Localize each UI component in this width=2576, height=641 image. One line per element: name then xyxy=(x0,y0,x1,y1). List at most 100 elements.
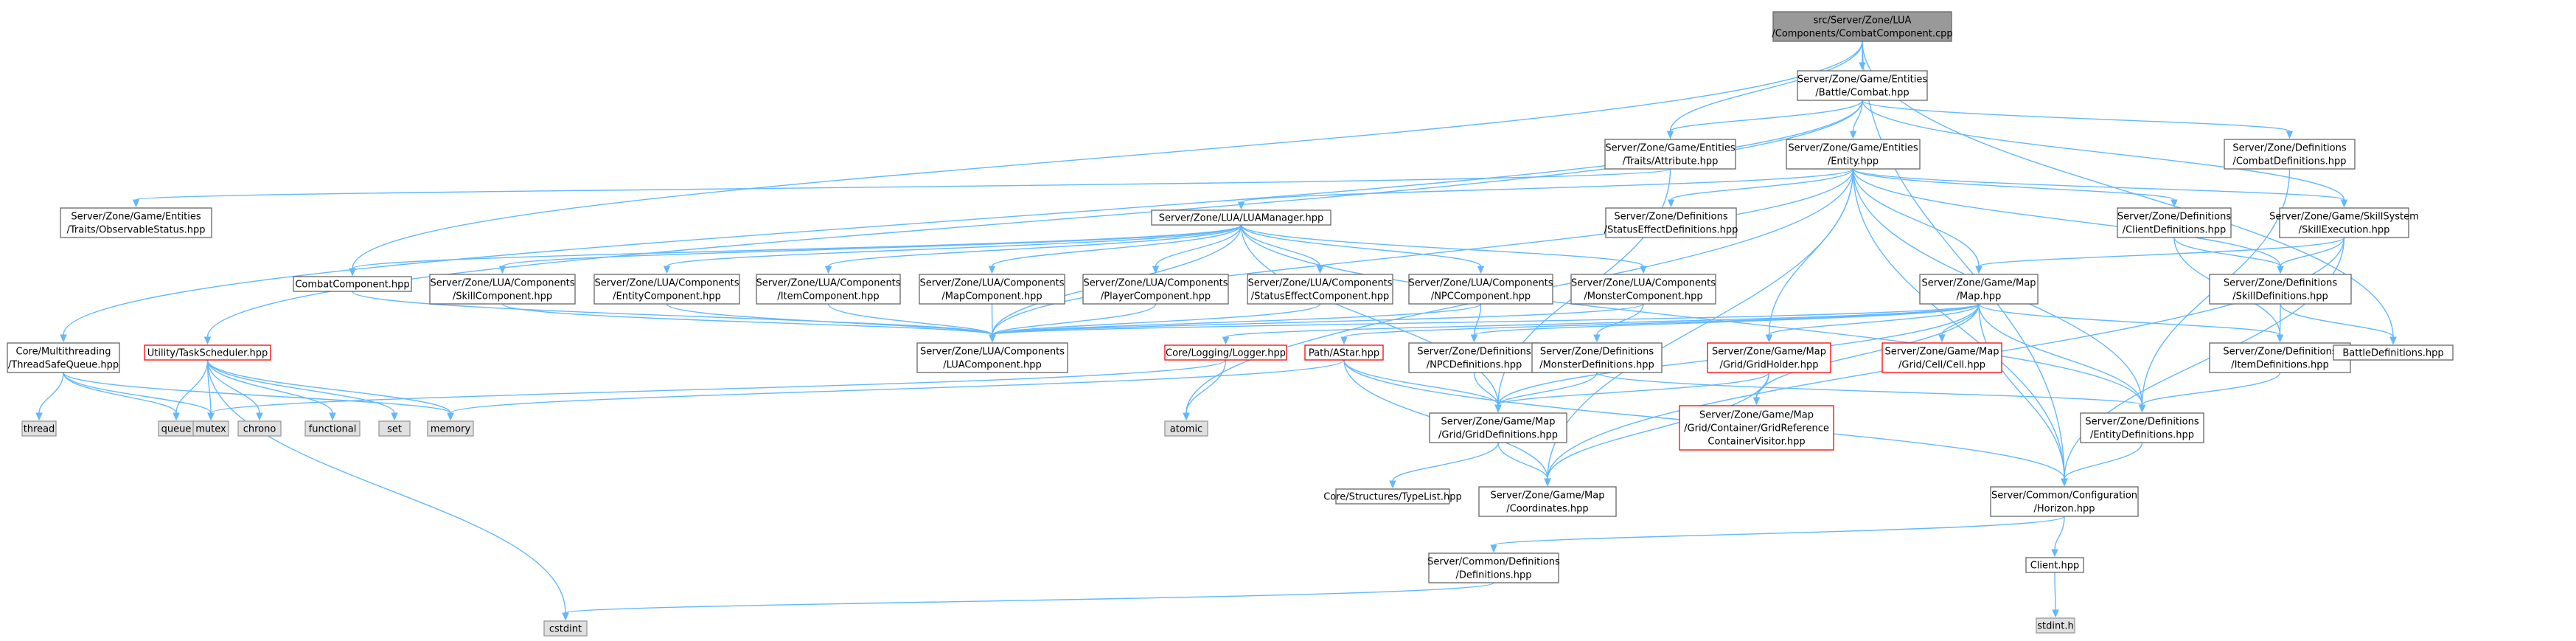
node-item-component[interactable]: Server/Zone/LUA/Components/ItemComponent… xyxy=(756,274,901,305)
edge-line xyxy=(1343,359,1499,406)
arrowhead-icon xyxy=(2389,336,2397,345)
node-label: /SkillComponent.hpp xyxy=(453,291,552,302)
edge-line xyxy=(1978,237,2345,267)
dependency-edge xyxy=(989,168,1854,343)
node-label: cstdint xyxy=(549,624,582,635)
node-box xyxy=(1408,274,1553,305)
node-box xyxy=(1151,209,1331,226)
node-skill-component[interactable]: Server/Zone/LUA/Components/SkillComponen… xyxy=(429,274,576,305)
node-grid-holder[interactable]: Server/Zone/Game/Map/Grid/GridHolder.hpp xyxy=(1707,342,1831,373)
node-grid-definitions[interactable]: Server/Zone/Game/Map/Grid/GridDefinition… xyxy=(1429,412,1567,443)
node-box xyxy=(1478,486,1617,517)
arrowhead-icon xyxy=(989,334,996,343)
node-box xyxy=(1797,70,1928,101)
node-label: Path/AStar.hpp xyxy=(1309,348,1379,359)
node-combat-definitions[interactable]: Server/Zone/Definitions/CombatDefinition… xyxy=(2224,139,2356,170)
dependency-edge xyxy=(2280,303,2397,345)
edge-line xyxy=(1978,303,2143,406)
edge-line xyxy=(206,359,566,614)
node-lua-component[interactable]: Server/Zone/LUA/Components/LUAComponent.… xyxy=(916,342,1068,373)
node-battle-combat[interactable]: Server/Zone/Game/Entities/Battle/Combat.… xyxy=(1797,70,1928,101)
node-combat-component-hpp[interactable]: CombatComponent.hpp xyxy=(293,276,412,292)
node-common-definitions[interactable]: Server/Common/Definitions/Definitions.hp… xyxy=(1427,552,1560,583)
node-task-scheduler[interactable]: Utility/TaskScheduler.hpp xyxy=(144,344,271,361)
dependency-edge xyxy=(498,224,1242,274)
node-map-component[interactable]: Server/Zone/LUA/Components/MapComponent.… xyxy=(919,274,1065,305)
arrowhead-icon xyxy=(256,412,263,421)
node-label: Client.hpp xyxy=(2030,561,2080,572)
edge-line xyxy=(2280,303,2394,338)
edge-line xyxy=(1497,372,1598,406)
node-label: thread xyxy=(24,424,55,435)
node-chrono: chrono xyxy=(237,420,282,437)
node-traits-attribute[interactable]: Server/Zone/Game/Entities/Traits/Attribu… xyxy=(1604,139,1736,170)
node-entity-component[interactable]: Server/Zone/LUA/Components/EntityCompone… xyxy=(593,274,740,305)
node-label: Server/Common/Configuration xyxy=(1991,491,2137,502)
dependency-edge xyxy=(1240,224,1485,274)
node-coordinates[interactable]: Server/Zone/Game/Map/Coordinates.hpp xyxy=(1478,486,1617,517)
node-astar[interactable]: Path/AStar.hpp xyxy=(1304,344,1384,361)
node-monster-component[interactable]: Server/Zone/LUA/Components/MonsterCompon… xyxy=(1570,274,1716,305)
node-status-effect-component[interactable]: Server/Zone/LUA/Components/StatusEffectC… xyxy=(1247,274,1393,305)
edge-line xyxy=(63,372,177,414)
node-thread-safe-queue[interactable]: Core/Multithreading/ThreadSafeQueue.hpp xyxy=(7,342,120,373)
dependency-edge xyxy=(1237,168,1854,210)
edge-line xyxy=(1852,168,2281,267)
node-client-hpp[interactable]: Client.hpp xyxy=(2025,557,2084,573)
node-memory: memory xyxy=(427,420,474,437)
edge-line xyxy=(1186,359,1227,414)
node-label: Server/Zone/Definitions xyxy=(1417,347,1531,358)
node-cstdint: cstdint xyxy=(543,620,588,637)
edge-line xyxy=(827,303,993,336)
node-horizon[interactable]: Server/Common/Configuration/Horizon.hpp xyxy=(1990,486,2139,517)
node-box xyxy=(2117,207,2232,238)
node-status-effect-definitions[interactable]: Server/Zone/Definitions/StatusEffectDefi… xyxy=(1604,207,1738,238)
node-battle-definitions[interactable]: BattleDefinitions.hpp xyxy=(2333,344,2454,361)
node-box xyxy=(429,274,576,305)
node-label: stdint.h xyxy=(2037,621,2073,632)
node-entity-definitions[interactable]: Server/Zone/Definitions/EntityDefinition… xyxy=(2080,412,2204,443)
node-client-definitions[interactable]: Server/Zone/Definitions/ClientDefinition… xyxy=(2117,207,2232,238)
node-observable-status[interactable]: Server/Zone/Game/Entities/Traits/Observa… xyxy=(60,207,212,238)
edge-line xyxy=(991,303,993,336)
node-monster-definitions[interactable]: Server/Zone/Definitions/MonsterDefinitio… xyxy=(1531,342,1663,373)
edge-line xyxy=(992,303,1157,336)
nodes-layer: src/Server/Zone/LUA/Components/CombatCom… xyxy=(7,11,2454,637)
node-item-definitions[interactable]: Server/Zone/Definitions/ItemDefinitions.… xyxy=(2209,342,2351,373)
edge-line xyxy=(1240,224,1482,267)
node-map-hpp[interactable]: Server/Zone/Game/Map/Map.hpp xyxy=(1919,274,2039,305)
node-label: Server/Zone/LUA/Components xyxy=(1571,278,1716,289)
node-label: Server/Zone/Definitions xyxy=(2224,278,2337,289)
node-skill-execution[interactable]: Server/Zone/Game/SkillSystem/SkillExecut… xyxy=(2269,207,2419,238)
node-label: /StatusEffectComponent.hpp xyxy=(1251,291,1390,302)
node-logger[interactable]: Core/Logging/Logger.hpp xyxy=(1164,344,1287,361)
node-thread: thread xyxy=(21,420,57,437)
node-label: /NPCComponent.hpp xyxy=(1431,291,1531,302)
node-npc-component[interactable]: Server/Zone/LUA/Components/NPCComponent.… xyxy=(1408,274,1553,305)
node-box xyxy=(144,344,271,361)
node-box xyxy=(1604,139,1736,170)
node-skill-definitions[interactable]: Server/Zone/Definitions/SkillDefinitions… xyxy=(2209,274,2352,305)
dependency-edge xyxy=(206,359,398,421)
node-label: /EntityComponent.hpp xyxy=(613,291,721,302)
node-box xyxy=(1304,344,1384,361)
node-npc-definitions[interactable]: Server/Zone/Definitions/NPCDefinitions.h… xyxy=(1408,342,1540,373)
node-queue: queue xyxy=(158,420,195,437)
node-entity-hpp[interactable]: Server/Zone/Game/Entities/Entity.hpp xyxy=(1786,139,1921,170)
node-box xyxy=(1335,488,1450,505)
node-box xyxy=(60,207,212,238)
node-lua-manager[interactable]: Server/Zone/LUA/LUAManager.hpp xyxy=(1151,209,1331,226)
node-box xyxy=(1408,342,1540,373)
node-grid-reference-visitor[interactable]: Server/Zone/Game/Map/Grid/Container/Grid… xyxy=(1679,405,1834,451)
edge-line xyxy=(1225,303,1980,338)
arrowhead-icon xyxy=(1237,201,1245,210)
node-cell[interactable]: Server/Zone/Game/Map/Grid/Cell/Cell.hpp xyxy=(1881,342,2002,373)
node-type-list[interactable]: Core/Structures/TypeList.hpp xyxy=(1323,488,1462,505)
arrowhead-icon xyxy=(1859,62,1866,71)
node-box xyxy=(2279,207,2409,238)
dependency-edge xyxy=(1152,224,1242,274)
dependency-edge xyxy=(1593,303,1644,343)
node-label: Server/Zone/Definitions xyxy=(2232,143,2346,154)
node-player-component[interactable]: Server/Zone/LUA/Components/PlayerCompone… xyxy=(1082,274,1229,305)
